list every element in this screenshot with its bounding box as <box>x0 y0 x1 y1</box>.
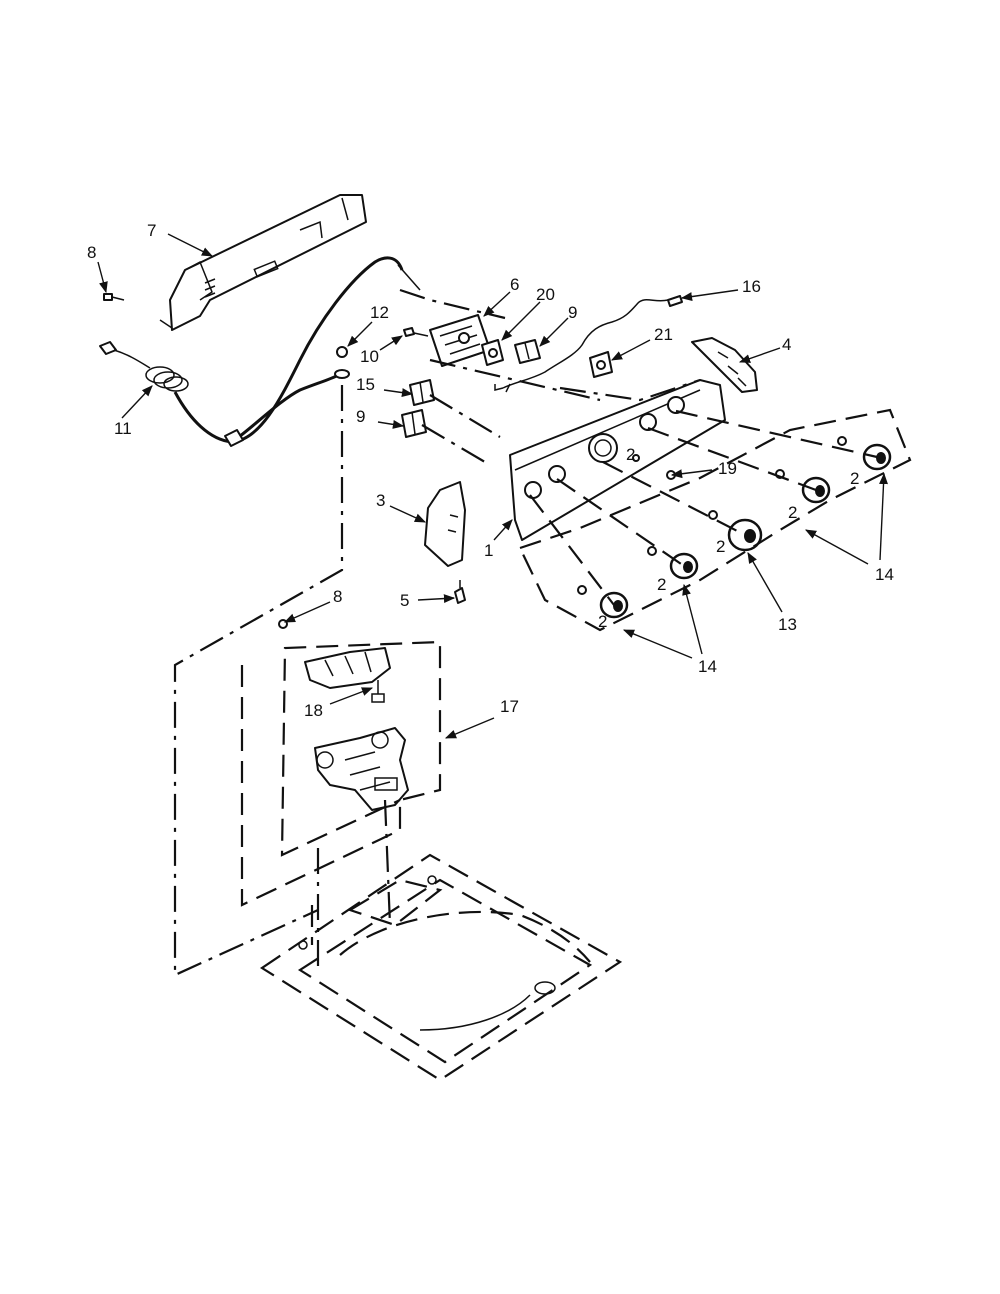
callout-2-e: 2 <box>788 503 797 522</box>
part-9-switch-lower <box>401 409 427 438</box>
callout-8-bottom: 8 <box>333 587 342 606</box>
callout-2-c: 2 <box>657 575 666 594</box>
callout-21: 21 <box>654 325 673 344</box>
part-12-screw <box>334 346 350 379</box>
callout-8-top: 8 <box>87 243 96 262</box>
callout-9-lower: 9 <box>356 407 365 426</box>
callout-7: 7 <box>147 221 156 240</box>
callout-2-f: 2 <box>850 469 859 488</box>
callout-2-b: 2 <box>598 612 607 631</box>
knobs-and-springs <box>577 436 892 619</box>
callout-18: 18 <box>304 701 323 720</box>
part-5-clip <box>454 580 466 604</box>
callout-labels: 7 8 11 12 10 6 20 9 16 21 4 15 9 3 1 19 … <box>87 221 894 720</box>
part-6-control-board <box>429 314 491 367</box>
part-8-screw-top <box>103 293 125 301</box>
part-15-switch <box>409 379 435 406</box>
part-9-switch-upper <box>514 339 541 364</box>
leader-arrows <box>97 233 889 739</box>
callout-19: 19 <box>718 459 737 478</box>
callout-17: 17 <box>500 697 519 716</box>
callout-16: 16 <box>742 277 761 296</box>
part-21-switch <box>589 351 613 378</box>
part-7-console-rear-panel <box>159 194 367 331</box>
callout-14-right: 14 <box>875 565 894 584</box>
callout-10: 10 <box>360 347 379 366</box>
callout-15: 15 <box>356 375 375 394</box>
part-1-control-console <box>509 379 726 541</box>
part-17-valve-assembly <box>314 727 409 811</box>
callout-13: 13 <box>778 615 797 634</box>
part-16-wire-harness <box>494 295 683 393</box>
part-11-power-cord <box>99 256 421 447</box>
part-10-screw <box>403 327 429 337</box>
callout-12: 12 <box>370 303 389 322</box>
callout-20: 20 <box>536 285 555 304</box>
callout-3: 3 <box>376 491 385 510</box>
assembly-lines <box>173 288 912 977</box>
callout-2-d: 2 <box>716 537 725 556</box>
callout-4: 4 <box>782 335 791 354</box>
callout-1: 1 <box>484 541 493 560</box>
callout-6: 6 <box>510 275 519 294</box>
callout-2-a: 2 <box>626 445 635 464</box>
callout-14-left: 14 <box>698 657 717 676</box>
part-4-end-cap <box>691 337 758 393</box>
callout-5: 5 <box>400 591 409 610</box>
top-cabinet-frame <box>259 853 623 1082</box>
part-18-bracket <box>304 647 391 703</box>
callout-9-upper: 9 <box>568 303 577 322</box>
callout-11: 11 <box>114 419 132 438</box>
part-20-switch <box>481 339 504 366</box>
part-3-end-cap <box>424 481 466 567</box>
